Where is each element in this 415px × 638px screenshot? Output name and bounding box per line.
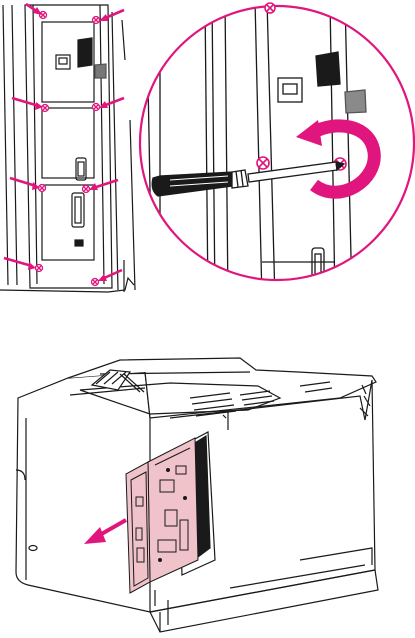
screw-icon <box>265 3 275 13</box>
screw-icon <box>42 105 49 112</box>
screw-icon <box>83 186 90 193</box>
formatter-panel-overview <box>0 5 135 292</box>
pointer-arrows <box>4 4 124 281</box>
arrow-icon <box>99 98 124 108</box>
screw-icon <box>36 265 43 272</box>
formatter-plate-closeup <box>245 0 262 300</box>
printer-illustration <box>16 358 378 632</box>
screw-icon <box>93 17 100 24</box>
screw-icon <box>257 157 269 169</box>
arrow-icon <box>89 180 118 190</box>
arrow-icon <box>26 4 42 15</box>
screw-icon <box>40 12 47 19</box>
zoom-detail-view <box>138 0 414 300</box>
formatter-plate <box>25 5 112 288</box>
arrow-icon <box>12 98 43 110</box>
arrow-icon <box>99 10 124 21</box>
arrow-icon <box>98 270 122 281</box>
network-port-closeup <box>278 78 302 102</box>
rotate-counterclockwise-arrow-icon <box>296 120 374 192</box>
screw-icon <box>92 279 99 286</box>
network-port <box>56 55 70 69</box>
screw-icon <box>93 104 100 111</box>
arrow-icon <box>4 258 36 270</box>
